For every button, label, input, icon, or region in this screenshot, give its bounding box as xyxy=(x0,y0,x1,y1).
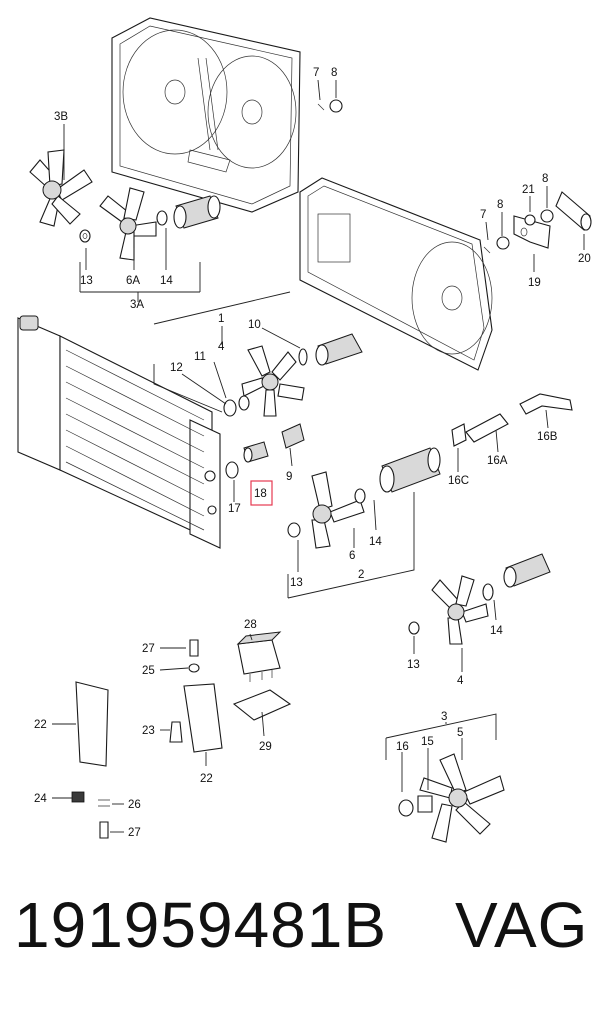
bracket-19 xyxy=(513,215,551,249)
label-29: 29 xyxy=(259,741,272,753)
fan-assembly-4 xyxy=(408,553,551,645)
label-9: 9 xyxy=(286,471,292,483)
nut-8c xyxy=(540,209,554,223)
label-6A: 6A xyxy=(126,275,140,287)
leader-lines xyxy=(52,79,585,833)
label-14: 14 xyxy=(369,536,382,548)
label-25: 25 xyxy=(142,665,155,677)
label-22: 22 xyxy=(34,719,47,731)
connector-9 xyxy=(281,423,305,449)
clip-24 xyxy=(71,791,85,803)
callout-labels: 3B 13 6A 14 3A 7 8 7 8 21 8 19 20 1 10 4… xyxy=(34,67,591,839)
sealing-ring-17 xyxy=(225,461,239,479)
bracket-22-upper xyxy=(183,683,223,753)
screw-27a xyxy=(189,639,199,657)
label-13: 13 xyxy=(407,659,420,671)
part-number: 191959481B xyxy=(14,889,388,961)
single-fan-shroud xyxy=(299,177,493,371)
label-16A: 16A xyxy=(487,455,508,467)
label-20: 20 xyxy=(578,253,591,265)
label-23: 23 xyxy=(142,725,155,737)
fan-assembly-1 xyxy=(223,333,363,417)
clamp-16C xyxy=(451,423,467,447)
parts-exploded-diagram: 3B 13 6A 14 3A 7 8 7 8 21 8 19 20 1 10 4… xyxy=(17,17,592,843)
relay-28 xyxy=(236,631,282,682)
highlight-box-18 xyxy=(250,480,273,506)
label-27: 27 xyxy=(128,827,141,839)
fan-assembly-2 xyxy=(287,447,441,549)
label-27: 27 xyxy=(142,643,155,655)
hose-16B xyxy=(519,393,573,415)
fan-motor-top xyxy=(173,195,221,229)
connector-29 xyxy=(232,689,292,721)
label-2: 2 xyxy=(358,569,364,581)
label-28: 28 xyxy=(244,619,257,631)
label-3: 3 xyxy=(441,711,447,723)
brand-name: VAG xyxy=(455,889,589,961)
label-4: 4 xyxy=(457,675,464,687)
fan-blade-6A xyxy=(99,187,157,261)
label-8: 8 xyxy=(542,173,548,185)
dual-fan-shroud xyxy=(111,17,301,213)
washer-14-top xyxy=(156,210,168,226)
label-4: 4 xyxy=(218,341,225,353)
label-18: 18 xyxy=(254,488,267,500)
label-3B: 3B xyxy=(54,111,68,123)
washer-13-top xyxy=(79,229,91,243)
label-12: 12 xyxy=(170,362,183,374)
label-16C: 16C xyxy=(448,475,469,487)
label-21: 21 xyxy=(522,184,535,196)
label-15: 15 xyxy=(421,736,434,748)
washer-25 xyxy=(188,663,200,673)
label-5: 5 xyxy=(457,727,463,739)
label-8: 8 xyxy=(331,67,337,79)
label-13: 13 xyxy=(80,275,93,287)
label-1: 1 xyxy=(218,313,224,325)
label-10: 10 xyxy=(248,319,261,331)
washer-21 xyxy=(524,214,536,226)
nut-8b xyxy=(496,236,510,250)
label-24: 24 xyxy=(34,793,47,805)
label-6: 6 xyxy=(349,550,355,562)
label-17: 17 xyxy=(228,503,241,515)
label-16B: 16B xyxy=(537,431,558,443)
label-19: 19 xyxy=(528,277,541,289)
clip-26 xyxy=(98,799,110,807)
label-22: 22 xyxy=(200,773,213,785)
screw-27b xyxy=(99,821,109,839)
label-3A: 3A xyxy=(130,299,144,311)
label-7: 7 xyxy=(313,67,319,79)
label-13: 13 xyxy=(290,577,303,589)
bracket-22-lower xyxy=(75,681,109,767)
screw-23 xyxy=(169,721,183,743)
hose-16A xyxy=(465,413,509,443)
label-16: 16 xyxy=(396,741,409,753)
label-8: 8 xyxy=(497,199,503,211)
thermo-switch-18 xyxy=(243,441,269,463)
label-11: 11 xyxy=(194,351,206,363)
nut-8a xyxy=(329,99,343,113)
label-14: 14 xyxy=(490,625,503,637)
label-7: 7 xyxy=(480,209,486,221)
label-26: 26 xyxy=(128,799,141,811)
fan-assembly-3 xyxy=(398,753,505,843)
label-14: 14 xyxy=(160,275,173,287)
fan-blade-3B xyxy=(29,149,93,227)
radiator xyxy=(17,315,221,549)
